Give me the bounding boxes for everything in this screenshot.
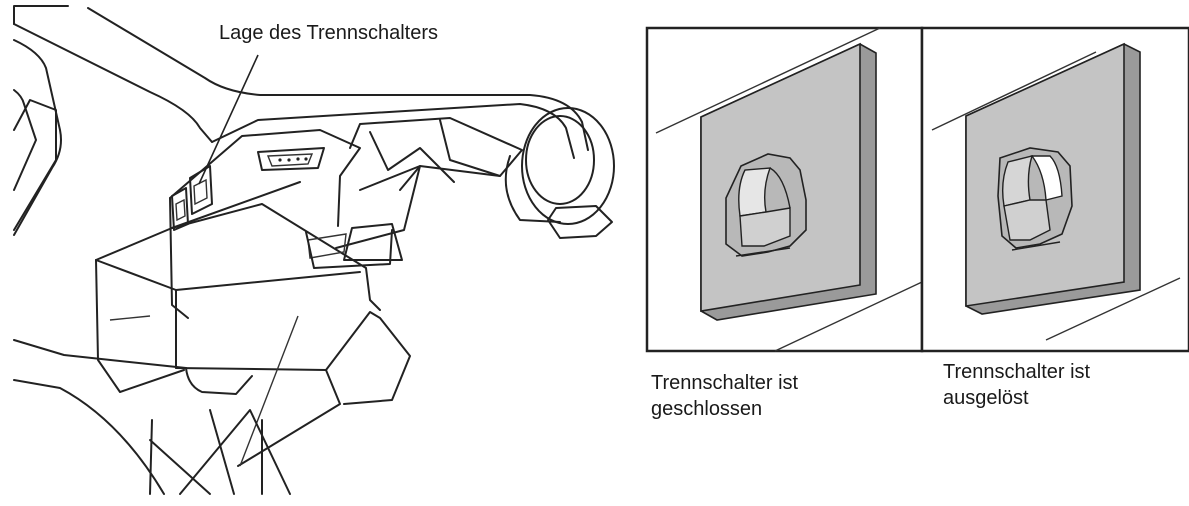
device-illustration xyxy=(13,5,615,495)
caption-tripped-line2: ausgelöst xyxy=(943,387,1029,409)
caption-breaker-tripped: Trennschalter ist ausgelöst xyxy=(943,359,1090,411)
caption-tripped-line1: Trennschalter ist xyxy=(943,361,1091,383)
panel-tripped xyxy=(920,26,1189,353)
panel-closed xyxy=(645,26,924,353)
breaker-location-label: Lage des Trennschalters xyxy=(219,22,439,44)
callout-leader-line xyxy=(198,54,259,185)
caption-closed-line2: geschlossen xyxy=(651,398,763,420)
caption-breaker-closed: Trennschalter ist geschlossen xyxy=(651,370,798,422)
caption-closed-line1: Trennschalter ist xyxy=(651,372,799,394)
